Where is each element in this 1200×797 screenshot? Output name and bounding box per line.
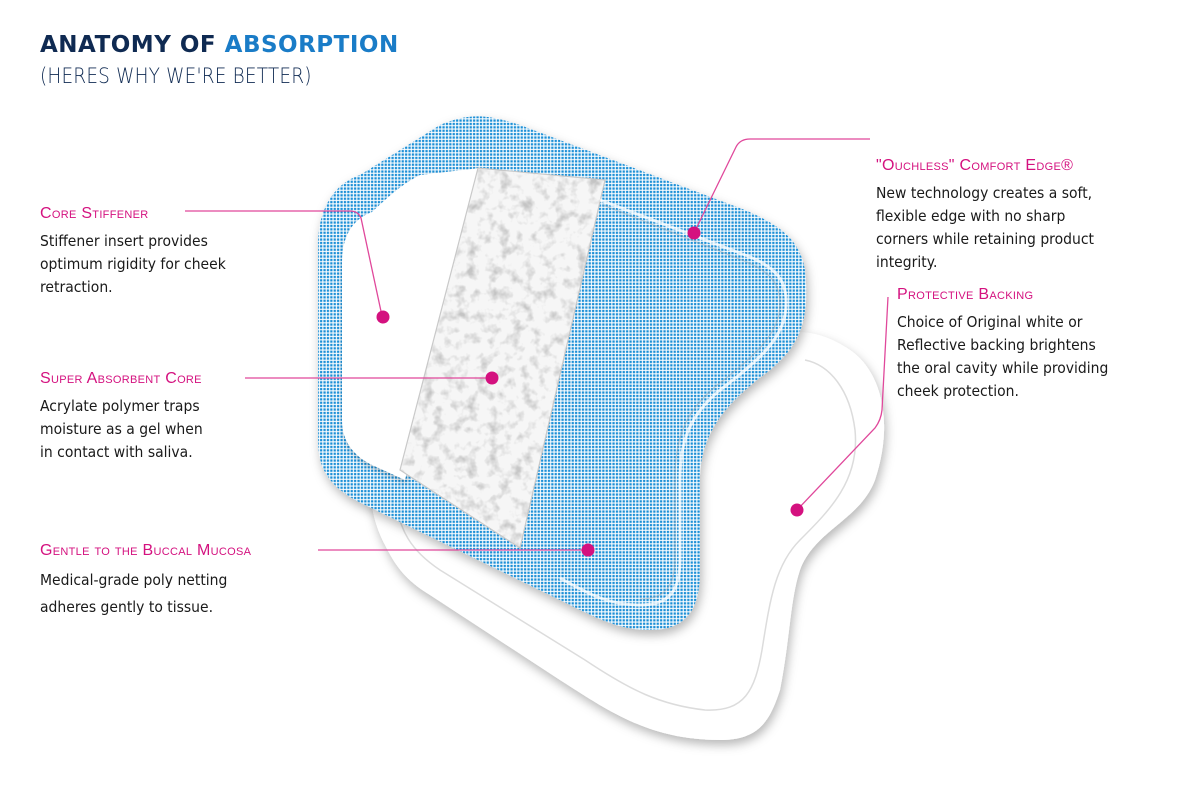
page-title: ANATOMY OF ABSORPTION — [40, 30, 399, 60]
callout-line: retraction. — [40, 278, 113, 296]
callout-line: integrity. — [876, 253, 938, 271]
callout-heading: Protective Backing — [897, 286, 1034, 303]
callout-heading: Super Absorbent Core — [40, 370, 202, 387]
callout-dot-protective-backing — [790, 503, 804, 517]
callout-body: Acrylate polymer traps moisture as a gel… — [40, 395, 203, 464]
callout-gentle-buccal-mucosa: Gentle to the Buccal Mucosa Medical-grad… — [40, 541, 251, 621]
comfort-edge-shadow — [602, 204, 781, 600]
callout-heading: "Ouchless" Comfort Edge® — [876, 157, 1074, 174]
callout-line: adheres gently to tissue. — [40, 598, 214, 616]
callout-line: New technology creates a soft, — [876, 184, 1093, 202]
leader-line-core-stiffener — [185, 210, 383, 317]
leader-line-comfort-edge — [693, 138, 870, 234]
callout-line: moisture as a gel when — [40, 420, 203, 438]
callout-line: corners while retaining product — [876, 230, 1094, 248]
callout-dot-gentle-buccal-mucosa — [581, 543, 595, 557]
callout-body: New technology creates a soft, flexible … — [876, 182, 1094, 274]
callout-heading: Gentle to the Buccal Mucosa — [40, 542, 252, 559]
callout-line: cheek protection. — [897, 382, 1019, 400]
page-subtitle: (HERES WHY WE'RE BETTER) — [40, 64, 312, 88]
callout-core-stiffener: Core Stiffener Stiffener insert provides… — [40, 204, 246, 299]
backing-inner-edge — [394, 359, 857, 711]
callout-dot-comfort-edge — [687, 226, 701, 240]
callout-dot-core-stiffener — [376, 310, 390, 324]
title-part-1: ANATOMY OF — [40, 32, 225, 58]
title-block: ANATOMY OF ABSORPTION (HERES WHY WE'RE B… — [40, 30, 399, 90]
callout-line: flexible edge with no sharp — [876, 207, 1066, 225]
callout-body: Stiffener insert provides optimum rigidi… — [40, 230, 226, 299]
leader-line-protective-backing — [796, 296, 889, 511]
comfort-edge-ridge — [559, 198, 788, 607]
callout-ouchless-comfort-edge: "Ouchless" Comfort Edge® New technology … — [876, 156, 1118, 274]
callout-line: Choice of Original white or — [897, 313, 1083, 331]
callout-super-absorbent-core: Super Absorbent Core Acrylate polymer tr… — [40, 369, 221, 464]
stiffener-window — [342, 168, 480, 480]
callout-line: Reflective backing brightens — [897, 336, 1096, 354]
callout-line: optimum rigidity for cheek — [40, 255, 226, 273]
callout-line: Medical-grade poly netting — [40, 571, 228, 589]
callout-dot-super-absorbent-core — [485, 371, 499, 385]
title-accent: ABSORPTION — [224, 32, 399, 58]
callout-line: in contact with saliva. — [40, 443, 193, 461]
callout-line: the oral cavity while providing — [897, 359, 1109, 377]
callout-protective-backing: Protective Backing Choice of Original wh… — [897, 285, 1132, 403]
callout-heading: Core Stiffener — [40, 205, 149, 222]
callout-line: Stiffener insert provides — [40, 232, 208, 250]
callout-line: Acrylate polymer traps — [40, 397, 200, 415]
callout-body: Choice of Original white or Reflective b… — [897, 311, 1108, 403]
callout-body: Medical-grade poly netting adheres gentl… — [40, 567, 230, 621]
